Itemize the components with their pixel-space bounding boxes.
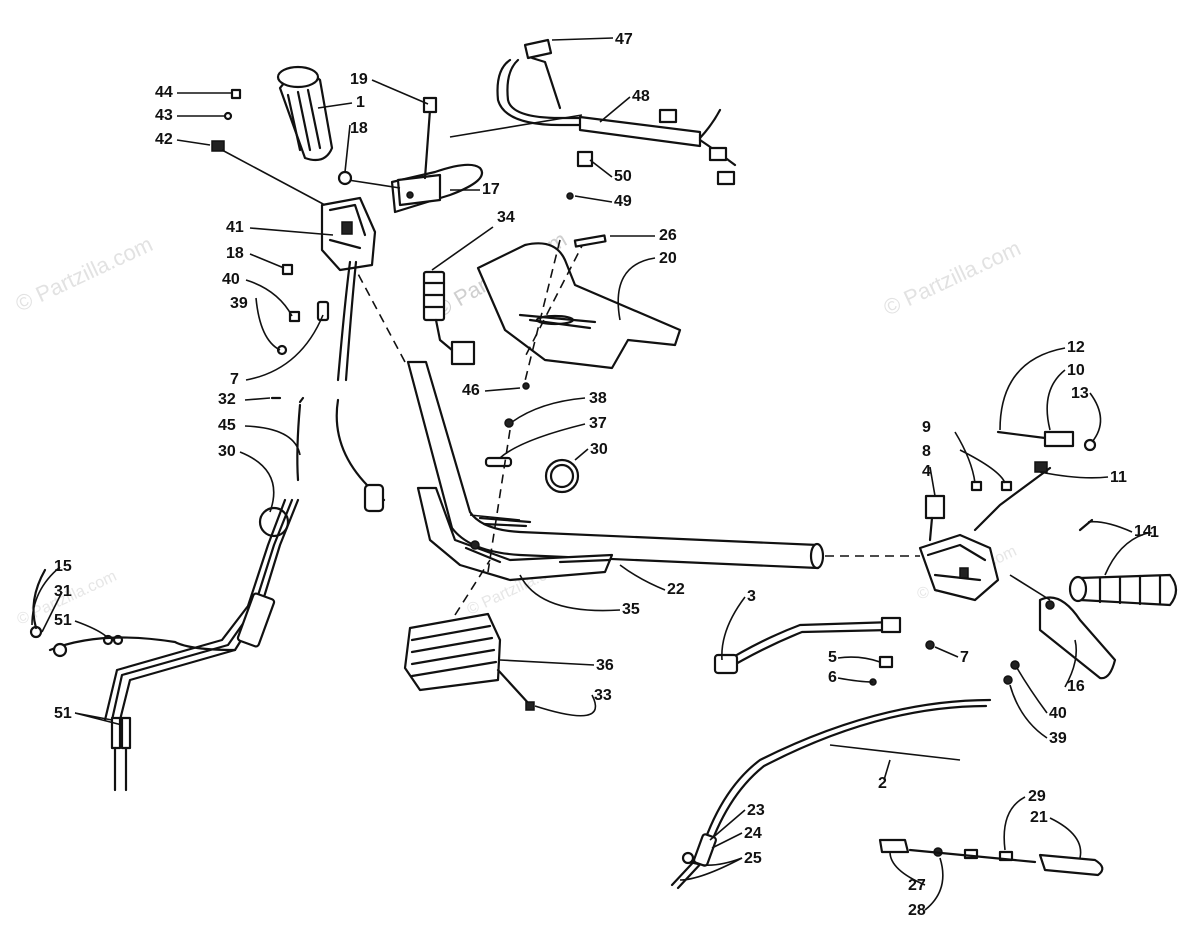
callout-18-top: 18	[350, 120, 368, 137]
callout-14: 14	[1134, 523, 1152, 540]
watermark-left: © Partzilla.com	[12, 231, 157, 316]
callout-37: 37	[589, 415, 607, 432]
callout-32: 32	[218, 391, 236, 408]
callout-39-right: 39	[1049, 730, 1067, 747]
callout-42: 42	[155, 131, 173, 148]
callout-9: 9	[922, 419, 931, 436]
callout-15: 15	[54, 558, 72, 575]
callout-31: 31	[54, 583, 72, 600]
callout-30-left: 30	[218, 443, 236, 460]
callout-1-left: 1	[356, 94, 365, 111]
callout-2: 2	[878, 775, 887, 792]
callout-17: 17	[482, 181, 500, 198]
callout-22: 22	[667, 581, 685, 598]
callout-36: 36	[596, 657, 614, 674]
cable-harness	[496, 38, 737, 200]
callout-6: 6	[828, 669, 837, 686]
callout-26: 26	[659, 227, 677, 244]
callout-13: 13	[1071, 385, 1089, 402]
callout-12: 12	[1067, 339, 1085, 356]
callout-7-right: 7	[960, 649, 969, 666]
right-brake-lever	[1003, 574, 1117, 685]
callout-leaders	[31, 37, 1149, 911]
callout-25: 25	[744, 850, 762, 867]
callout-1-right: 1	[1150, 524, 1159, 541]
right-hardware	[970, 430, 1097, 532]
callout-30-mid: 30	[590, 441, 608, 458]
callout-24: 24	[744, 825, 762, 842]
callout-43: 43	[155, 107, 173, 124]
callout-28: 28	[908, 902, 926, 919]
callout-20: 20	[659, 250, 677, 267]
control-module	[403, 559, 535, 711]
callout-41: 41	[226, 219, 244, 236]
callout-7-left: 7	[230, 371, 239, 388]
callout-49: 49	[614, 193, 632, 210]
cable-end-parts	[878, 838, 1104, 877]
callout-23: 23	[747, 802, 765, 819]
left-grip	[276, 65, 334, 162]
callout-33: 33	[594, 687, 612, 704]
callout-47: 47	[615, 31, 633, 48]
ignition-switch	[422, 270, 530, 390]
watermark-right: © Partzilla.com	[880, 235, 1025, 320]
callout-45: 45	[218, 417, 236, 434]
callout-4: 4	[922, 463, 931, 480]
right-switch-harness	[713, 616, 935, 686]
callout-10: 10	[1067, 362, 1085, 379]
left-hardware	[211, 88, 353, 356]
left-control-block	[320, 196, 386, 513]
callout-labels: 47 48 50 49 19 1 18 17 44 43 42 41 18 40…	[54, 31, 1159, 919]
steering-cover	[476, 234, 682, 386]
callout-3: 3	[747, 588, 756, 605]
callout-35: 35	[622, 601, 640, 618]
handlebar-riser	[416, 486, 614, 582]
callout-44: 44	[155, 84, 173, 101]
callout-21: 21	[1030, 809, 1048, 826]
callout-50: 50	[614, 168, 632, 185]
left-cable-bundle	[29, 396, 305, 792]
callout-5: 5	[828, 649, 837, 666]
throttle-lever	[347, 114, 583, 214]
callout-48: 48	[632, 88, 650, 105]
callout-40-left: 40	[222, 271, 240, 288]
bolt-19	[422, 96, 438, 180]
callout-11: 11	[1110, 469, 1127, 486]
callout-51-bottom: 51	[54, 705, 72, 722]
callout-29: 29	[1028, 788, 1046, 805]
callout-51-top: 51	[54, 612, 72, 629]
handlebar	[339, 239, 920, 570]
callout-38: 38	[589, 390, 607, 407]
brake-cable	[670, 698, 992, 890]
right-control-block	[918, 461, 1052, 602]
callout-18-mid: 18	[226, 245, 244, 262]
callout-16: 16	[1067, 678, 1085, 695]
callout-46: 46	[462, 382, 480, 399]
callout-19: 19	[350, 71, 368, 88]
callout-27: 27	[908, 877, 926, 894]
right-grip	[1068, 573, 1178, 607]
callout-34: 34	[497, 209, 515, 226]
callout-39-left: 39	[230, 295, 248, 312]
callout-8: 8	[922, 443, 931, 460]
callout-40-right: 40	[1049, 705, 1067, 722]
